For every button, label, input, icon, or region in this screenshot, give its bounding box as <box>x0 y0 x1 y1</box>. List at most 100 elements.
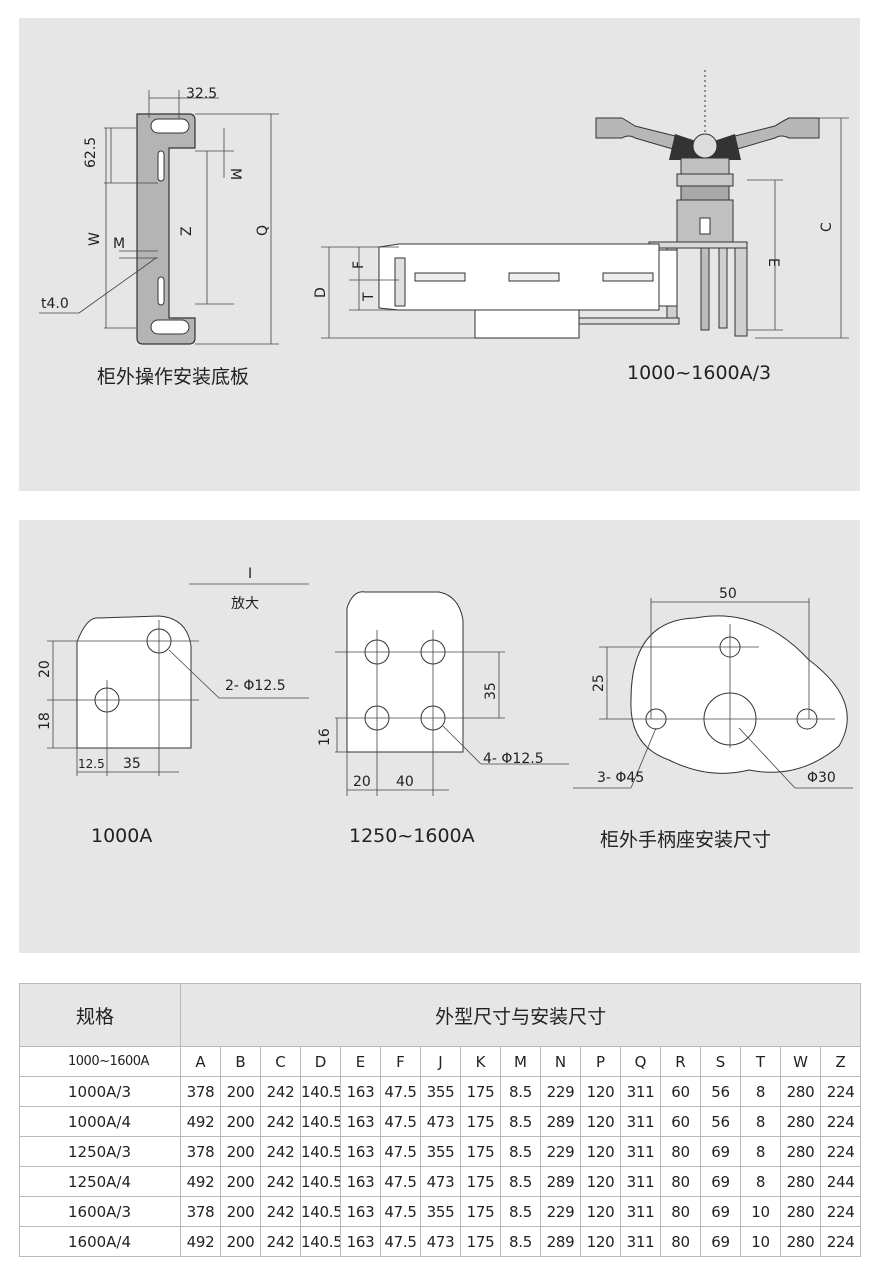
table-cell: 47.5 <box>380 1106 421 1137</box>
column-header-e: E <box>340 1046 381 1077</box>
table-cell: 200 <box>220 1106 261 1137</box>
dim-1250a-20: 20 <box>353 774 371 790</box>
dims-header: 外型尺寸与安装尺寸 <box>179 983 862 1047</box>
table-cell: 289 <box>540 1106 581 1137</box>
table-cell: 280 <box>780 1106 821 1137</box>
table-cell: 175 <box>460 1196 501 1227</box>
drawing-panel-mid: I 放大 20 18 12.5 35 2- Φ12.5 <box>19 520 860 953</box>
table-cell: 56 <box>700 1076 741 1107</box>
table-cell: 140.5 <box>300 1076 341 1107</box>
table-cell: 80 <box>660 1226 701 1257</box>
row-model: 1000A/4 <box>19 1106 181 1137</box>
dim-m-upper: M <box>227 168 243 180</box>
table-cell: 224 <box>819 1106 862 1137</box>
table-cell: 244 <box>819 1166 862 1197</box>
table-cell: 242 <box>260 1136 301 1167</box>
column-header-c: C <box>260 1046 301 1077</box>
table-cell: 175 <box>460 1106 501 1137</box>
table-cell: 140.5 <box>300 1166 341 1197</box>
dim-f: F <box>351 261 367 269</box>
caption-handle-seat: 柜外手柄座安装尺寸 <box>600 829 772 851</box>
row-model: 1250A/4 <box>19 1166 181 1197</box>
table-cell: 200 <box>220 1136 261 1167</box>
table-cell: 8.5 <box>500 1106 541 1137</box>
table-cell: 224 <box>819 1196 862 1227</box>
table-cell: 163 <box>340 1226 381 1257</box>
table-cell: 473 <box>420 1166 461 1197</box>
table-cell: 242 <box>260 1166 301 1197</box>
table-cell: 163 <box>340 1106 381 1137</box>
table-cell: 242 <box>260 1106 301 1137</box>
handle-holes: 3- Φ45 <box>597 770 644 786</box>
dim-q: Q <box>255 225 271 236</box>
table-cell: 8.5 <box>500 1076 541 1107</box>
column-header-d: D <box>300 1046 341 1077</box>
plate-and-switch-drawing: 32.5 62.5 M W M Z Q t4.0 <box>39 70 849 345</box>
table-cell: 242 <box>260 1196 301 1227</box>
table-cell: 80 <box>660 1196 701 1227</box>
table-cell: 140.5 <box>300 1136 341 1167</box>
dim-32-5: 32.5 <box>186 86 217 102</box>
table-cell: 69 <box>700 1136 741 1167</box>
spec-header: 规格 <box>19 983 181 1047</box>
table-cell: 289 <box>540 1166 581 1197</box>
table-cell: 473 <box>420 1226 461 1257</box>
column-header-f: F <box>380 1046 421 1077</box>
table-cell: 47.5 <box>380 1076 421 1107</box>
handle-center-hole: Φ30 <box>807 770 836 786</box>
table-cell: 200 <box>220 1076 261 1107</box>
table-cell: 140.5 <box>300 1106 341 1137</box>
table-cell: 280 <box>780 1076 821 1107</box>
table-cell: 200 <box>220 1226 261 1257</box>
caption-1250a: 1250~1600A <box>349 825 475 847</box>
column-header-m: M <box>500 1046 541 1077</box>
table-cell: 140.5 <box>300 1226 341 1257</box>
table-cell: 8 <box>740 1136 781 1167</box>
column-header-p: P <box>580 1046 621 1077</box>
table-cell: 163 <box>340 1196 381 1227</box>
table-cell: 229 <box>540 1196 581 1227</box>
table-cell: 355 <box>420 1136 461 1167</box>
table-cell: 492 <box>180 1106 221 1137</box>
table-cell: 120 <box>580 1226 621 1257</box>
table-cell: 311 <box>620 1076 661 1107</box>
holes-1250a: 4- Φ12.5 <box>483 751 544 767</box>
table-cell: 163 <box>340 1166 381 1197</box>
table-cell: 120 <box>580 1136 621 1167</box>
table-cell: 56 <box>700 1106 741 1137</box>
dim-1250a-35: 35 <box>483 682 499 700</box>
column-header-z: Z <box>819 1046 862 1077</box>
column-header-n: N <box>540 1046 581 1077</box>
table-cell: 311 <box>620 1196 661 1227</box>
dim-e: E <box>765 258 781 267</box>
table-cell: 200 <box>220 1166 261 1197</box>
handle-seat-pattern <box>573 598 853 789</box>
switch-side-view-drawing <box>321 70 849 339</box>
dim-m-lower: M <box>113 236 125 252</box>
table-cell: 242 <box>260 1226 301 1257</box>
table-cell: 8.5 <box>500 1166 541 1197</box>
table-cell: 224 <box>819 1226 862 1257</box>
table-cell: 8 <box>740 1106 781 1137</box>
table-cell: 224 <box>819 1076 862 1107</box>
table-cell: 280 <box>780 1136 821 1167</box>
table-header-row: 规格 外型尺寸与安装尺寸 <box>19 983 862 1047</box>
table-cell: 378 <box>180 1196 221 1227</box>
dim-1000a-18: 18 <box>37 712 53 730</box>
table-cell: 163 <box>340 1136 381 1167</box>
dim-t4: t4.0 <box>41 296 69 312</box>
table-cell: 355 <box>420 1076 461 1107</box>
row-model: 1000A/3 <box>19 1076 181 1107</box>
dim-w: W <box>87 232 103 246</box>
table-cell: 175 <box>460 1166 501 1197</box>
table-cell: 8 <box>740 1166 781 1197</box>
dim-1000a-35: 35 <box>123 756 141 772</box>
column-header-a: A <box>180 1046 221 1077</box>
table-cell: 120 <box>580 1196 621 1227</box>
table-cell: 242 <box>260 1076 301 1107</box>
dim-1250a-16: 16 <box>317 728 333 746</box>
